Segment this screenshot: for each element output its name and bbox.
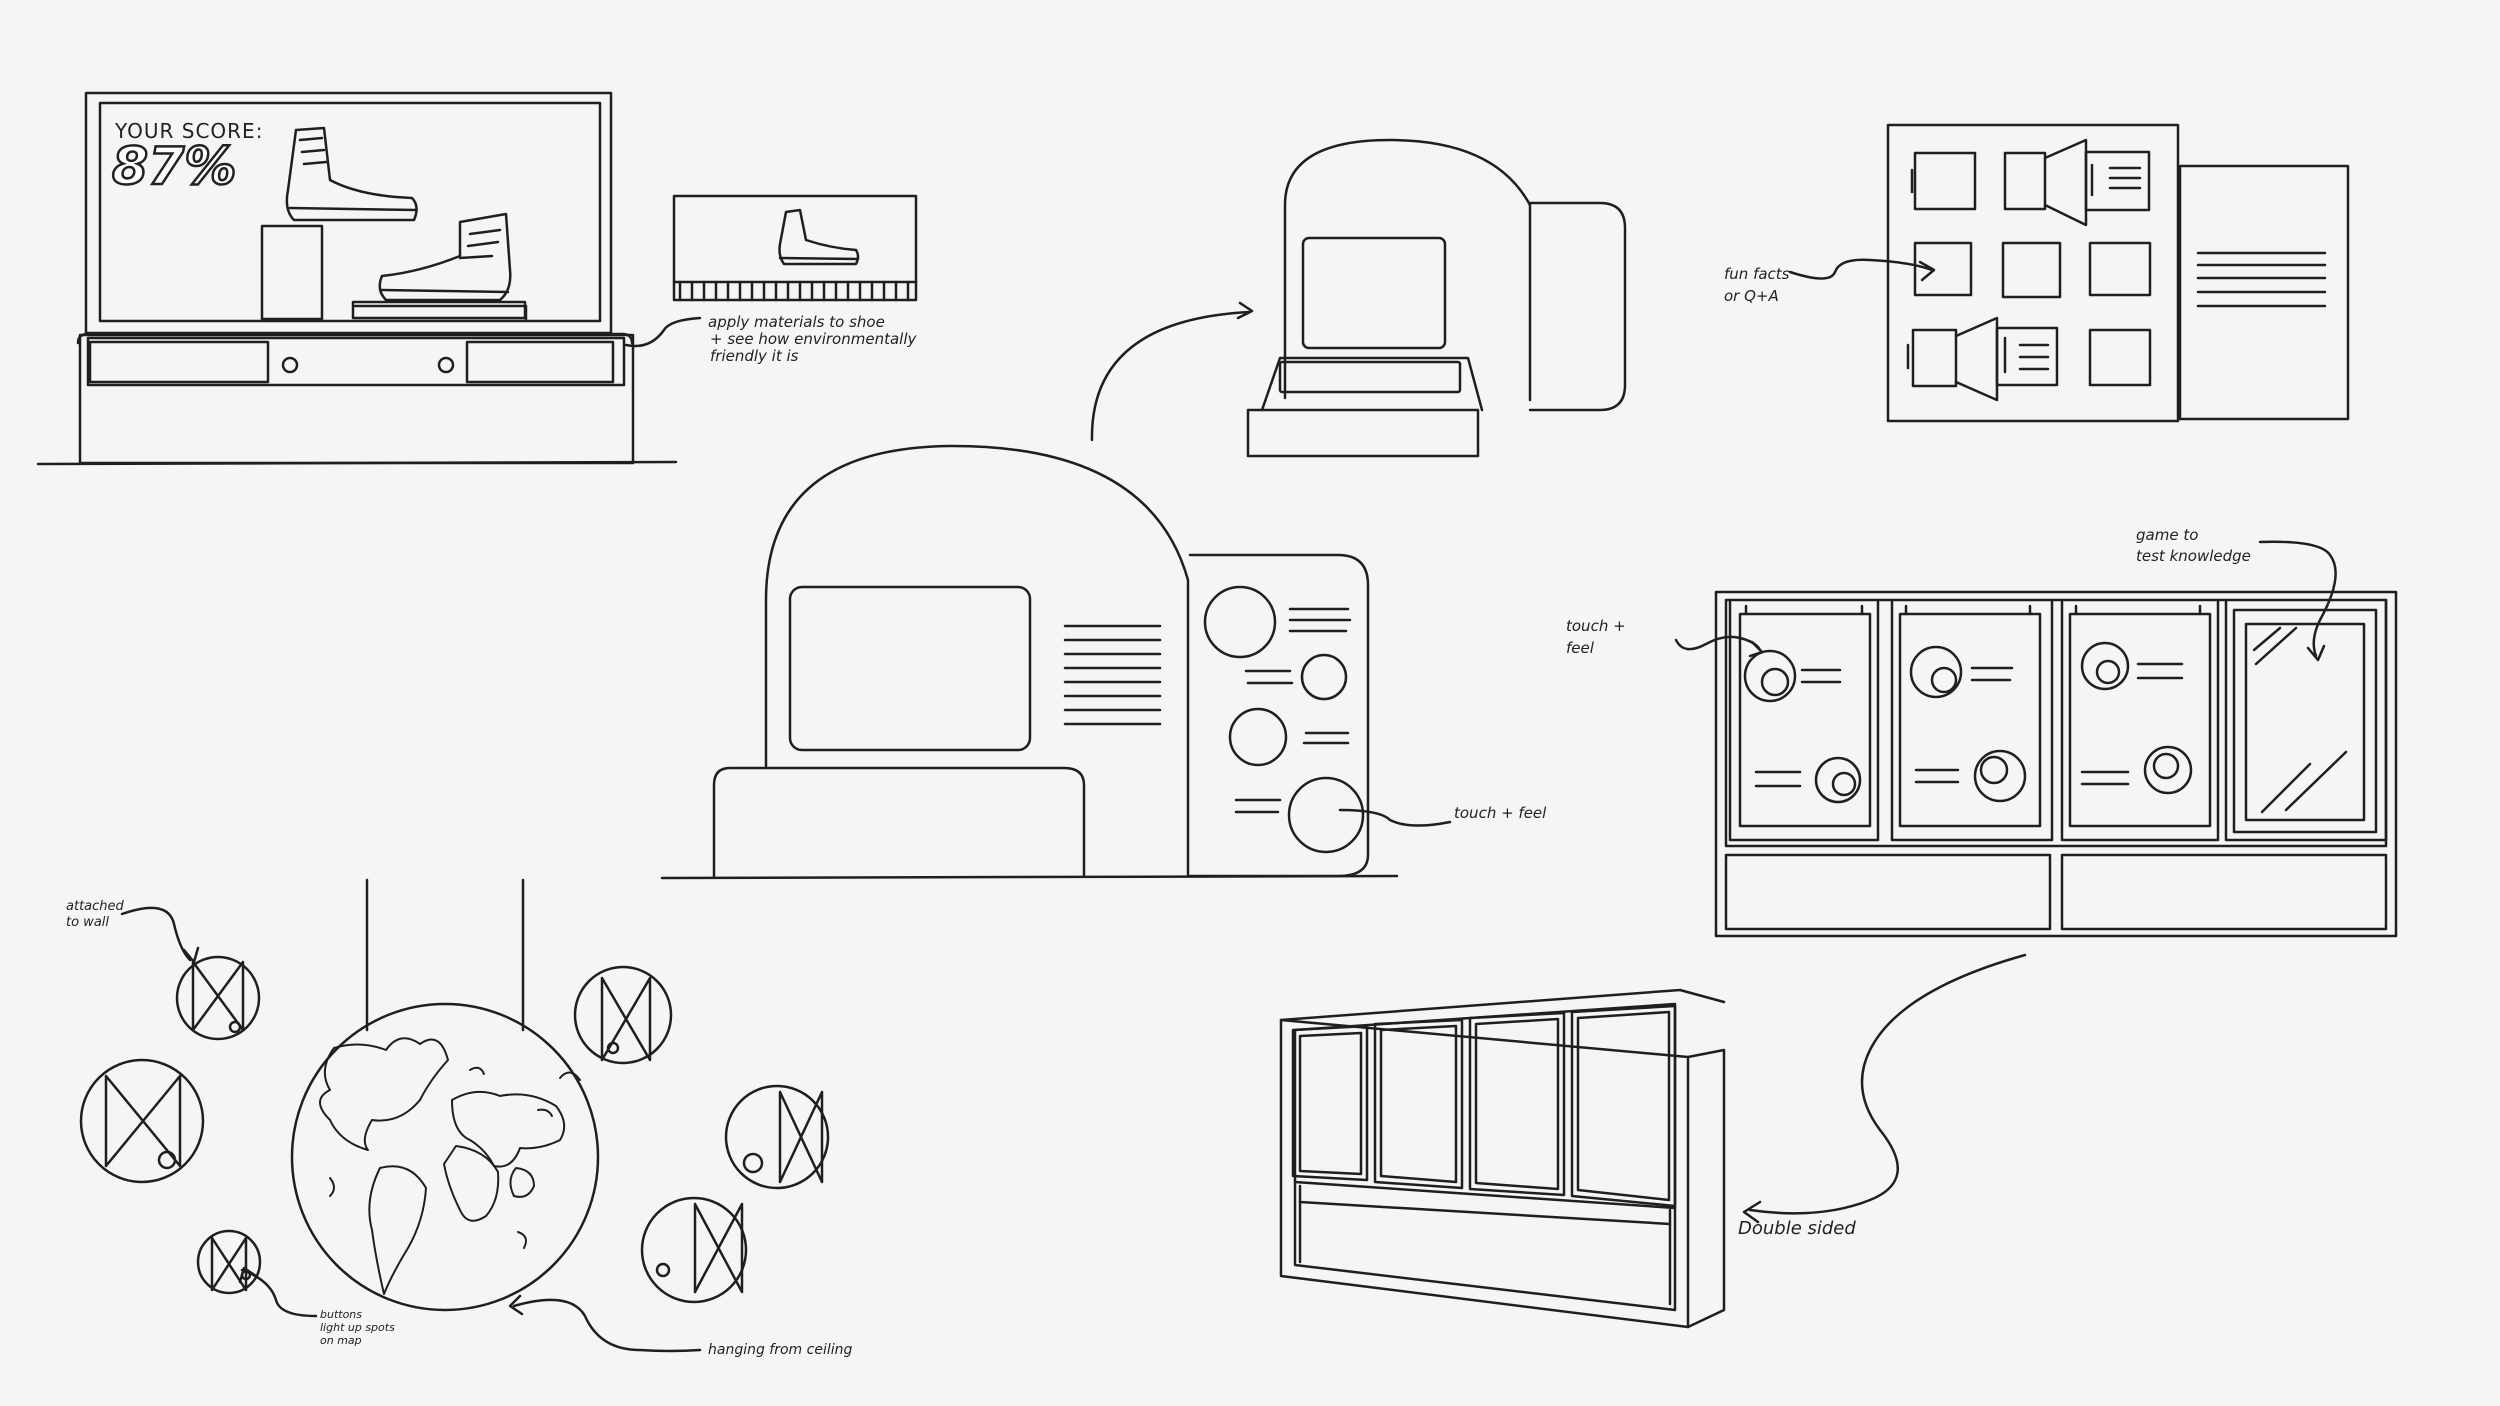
shoe-side-panel <box>672 194 918 302</box>
svg-text:light up spots: light up spots <box>320 1321 395 1334</box>
touch-feel-case <box>1714 590 2398 938</box>
capsule-kiosk-large <box>660 444 1399 880</box>
leader-line <box>2258 540 2337 658</box>
wall-disc <box>79 1058 205 1184</box>
svg-text:friendly it is: friendly it is <box>710 347 799 365</box>
annotation-fun-facts: fun facts or Q+A <box>1724 265 1790 305</box>
svg-text:feel: feel <box>1566 639 1595 657</box>
svg-text:to wall: to wall <box>66 915 109 930</box>
wall-disc <box>640 1196 748 1304</box>
globe-installation <box>79 878 830 1312</box>
leader-line <box>1788 258 1934 280</box>
leader-line <box>1674 635 1762 652</box>
svg-text:on map: on map <box>320 1334 362 1347</box>
leader-line <box>1090 310 1252 442</box>
svg-text:game to: game to <box>2136 526 2198 544</box>
annotation-buttons-map: buttons light up spots on map <box>320 1308 395 1347</box>
svg-text:fun facts: fun facts <box>1724 265 1790 283</box>
leader-line <box>624 316 702 348</box>
leader-line <box>240 1268 318 1318</box>
annotation-game-knowledge: game to test knowledge <box>2136 526 2251 565</box>
shoe-score-kiosk <box>36 91 678 466</box>
world-map-icon <box>319 1037 581 1295</box>
svg-text:touch +: touch + <box>1566 617 1626 635</box>
annotation-double-sided: Double sided <box>1738 1218 1856 1239</box>
annotation-touch-feel-right: touch + feel <box>1566 617 1626 657</box>
double-sided-shelf <box>1279 988 1726 1329</box>
sneaker-icon <box>378 212 512 302</box>
leader-line <box>120 906 192 962</box>
svg-text:test knowledge: test knowledge <box>2136 547 2251 565</box>
sneaker-icon <box>285 126 418 222</box>
wall-disc <box>573 965 673 1065</box>
score-label: YOUR SCORE: <box>114 119 263 143</box>
fun-facts-wall <box>1886 123 2350 423</box>
leader-line <box>512 1298 702 1353</box>
leader-line <box>1338 808 1452 827</box>
sneaker-icon <box>778 208 860 266</box>
svg-text:or Q+A: or Q+A <box>1724 287 1779 305</box>
wall-disc <box>175 955 261 1041</box>
wall-disc <box>196 1229 262 1295</box>
svg-text:attached: attached <box>66 899 125 914</box>
svg-text:+ see how environmentally: + see how environmentally <box>710 330 917 348</box>
score-value: 87% <box>112 137 236 197</box>
annotation-attached-wall: attached to wall <box>66 899 125 930</box>
leader-line <box>1748 953 2027 1215</box>
svg-text:apply materials to shoe: apply materials to shoe <box>708 313 885 331</box>
wall-disc <box>724 1084 830 1190</box>
capsule-kiosk-small <box>1246 138 1627 458</box>
annotation-touch-feel-center: touch + feel <box>1454 804 1547 822</box>
annotation-apply-materials: apply materials to shoe + see how enviro… <box>708 313 917 365</box>
svg-text:buttons: buttons <box>320 1308 362 1321</box>
annotation-hanging-ceiling: hanging from ceiling <box>708 1342 853 1358</box>
